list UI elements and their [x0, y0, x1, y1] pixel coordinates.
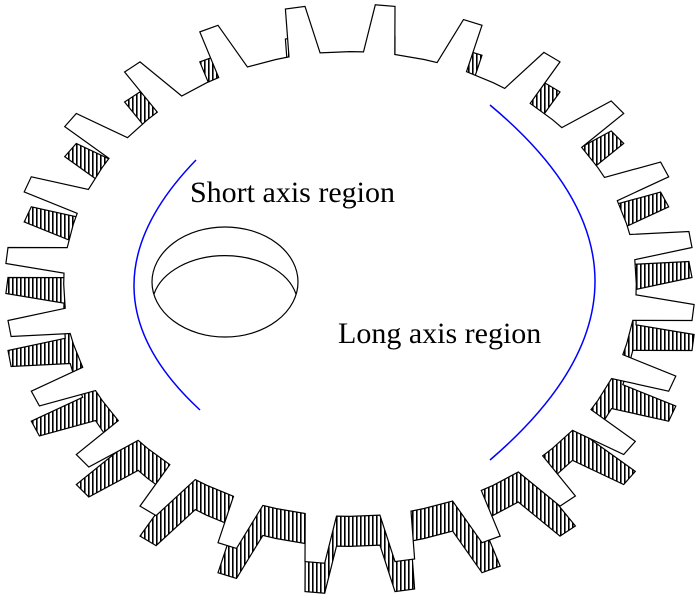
long-axis-label: Long axis region — [338, 317, 541, 350]
long-axis-region-marker — [489, 104, 596, 461]
shaft-hole-inner-edge — [153, 255, 297, 295]
short-axis-label: Short axis region — [190, 176, 395, 209]
gear-top-face — [5, 4, 695, 564]
shaft-hole — [151, 226, 299, 338]
short-axis-region-marker — [133, 159, 201, 411]
